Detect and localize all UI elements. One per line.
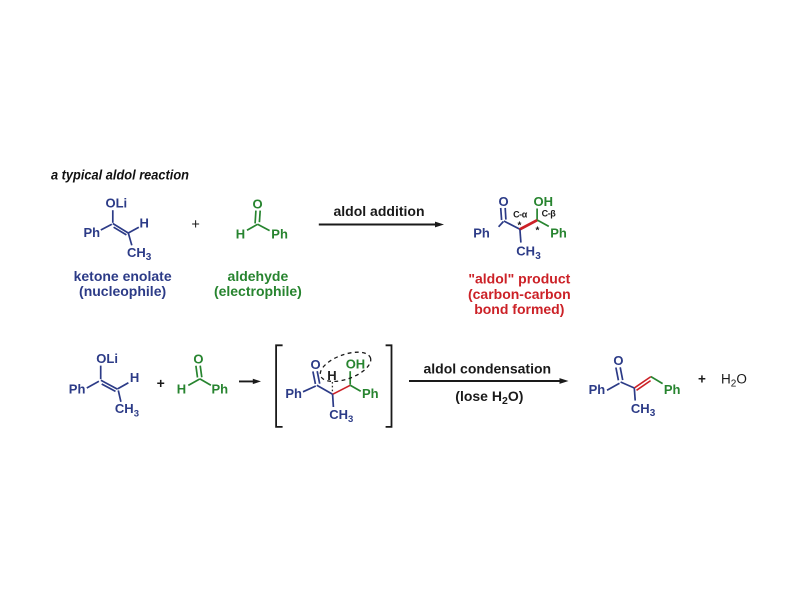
svg-text:O: O — [253, 196, 263, 211]
svg-text:O: O — [613, 353, 623, 368]
svg-text:Ph: Ph — [69, 381, 86, 396]
svg-text:*: * — [517, 220, 521, 231]
svg-text:a typical aldol reaction: a typical aldol reaction — [51, 168, 189, 184]
svg-text:Ph: Ph — [589, 382, 606, 397]
svg-text:+: + — [698, 372, 706, 387]
svg-text:CH: CH — [329, 407, 348, 422]
svg-text:O: O — [311, 357, 321, 372]
svg-text:CH: CH — [127, 245, 146, 260]
svg-text:+: + — [157, 375, 165, 391]
svg-text:Ph: Ph — [664, 382, 681, 397]
svg-text:C-β: C-β — [542, 209, 557, 219]
svg-text:CH: CH — [115, 401, 134, 416]
svg-text:CH: CH — [516, 244, 535, 259]
svg-text:OLi: OLi — [106, 196, 128, 211]
svg-text:3: 3 — [348, 414, 353, 425]
svg-text:Ph: Ph — [212, 382, 229, 397]
svg-text:3: 3 — [146, 252, 152, 263]
svg-text:(lose H2O): (lose H2O) — [455, 388, 523, 407]
svg-text:Ph: Ph — [285, 386, 302, 401]
svg-text:ketone enolate: ketone enolate — [74, 268, 172, 284]
svg-text:aldol addition: aldol addition — [334, 203, 425, 219]
svg-text:H2O: H2O — [721, 371, 747, 389]
svg-text:O: O — [498, 194, 508, 209]
svg-text:OH: OH — [346, 357, 366, 372]
svg-text:H: H — [177, 381, 186, 396]
svg-text:(nucleophile): (nucleophile) — [79, 283, 166, 299]
svg-text:(electrophile): (electrophile) — [214, 283, 302, 299]
svg-text:3: 3 — [650, 408, 656, 419]
svg-text:Ph: Ph — [473, 226, 490, 241]
svg-text:Ph: Ph — [84, 225, 101, 240]
svg-text:H: H — [236, 227, 245, 242]
svg-text:Ph: Ph — [550, 226, 567, 241]
svg-text:CH: CH — [631, 401, 650, 416]
svg-text:*: * — [535, 225, 539, 236]
svg-text:+: + — [191, 217, 199, 233]
svg-text:OLi: OLi — [96, 351, 118, 366]
svg-text:"aldol" product: "aldol" product — [468, 271, 570, 287]
svg-text:H: H — [327, 368, 336, 383]
svg-text:H: H — [130, 370, 139, 385]
svg-text:H: H — [140, 216, 149, 231]
svg-text:O: O — [193, 351, 203, 366]
svg-text:C-α: C-α — [513, 210, 528, 220]
svg-text:Ph: Ph — [362, 386, 379, 401]
svg-text:bond formed): bond formed) — [474, 301, 564, 317]
svg-text:3: 3 — [535, 251, 541, 262]
svg-text:aldehyde: aldehyde — [228, 268, 289, 284]
svg-text:OH: OH — [534, 194, 554, 209]
svg-text:(carbon-carbon: (carbon-carbon — [468, 286, 571, 302]
svg-text:3: 3 — [134, 408, 139, 419]
svg-text:Ph: Ph — [271, 227, 288, 242]
svg-text:aldol condensation: aldol condensation — [424, 360, 552, 376]
